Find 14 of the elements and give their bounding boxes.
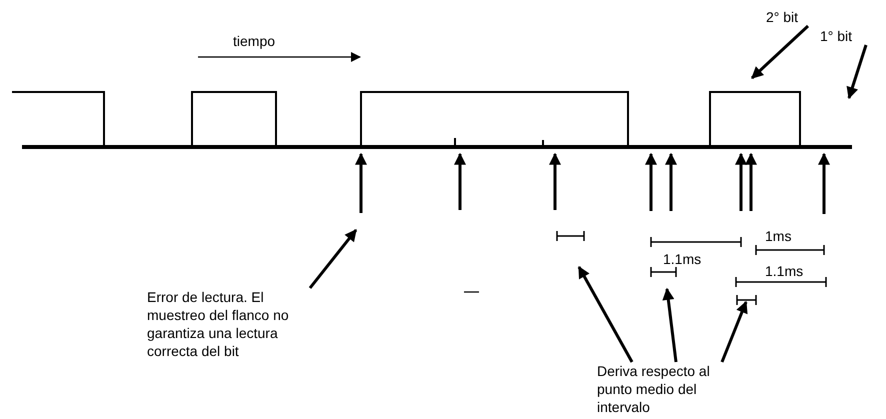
- duration-label: 1.1ms: [765, 262, 804, 280]
- annotation-text: Error de lectura. El muestreo del flanco no garantiza una lectura correcta del bit: [147, 288, 322, 360]
- leader-arrow: [308, 229, 358, 289]
- duration-label: 1.1ms: [663, 250, 702, 268]
- leader-arrow: [846, 44, 868, 100]
- duration-label: 1ms: [765, 227, 792, 245]
- annotation-text: Deriva respecto al punto medio del intervalo: [597, 362, 725, 416]
- leader-arrow: [720, 300, 748, 363]
- leader-arrow: [662, 288, 678, 362]
- axis-label: tiempo: [233, 32, 276, 50]
- bit-label: 1° bit: [820, 27, 880, 45]
- leader-arrow: [750, 24, 810, 80]
- bit-label: 2° bit: [766, 8, 826, 26]
- leader-arrow: [578, 266, 634, 363]
